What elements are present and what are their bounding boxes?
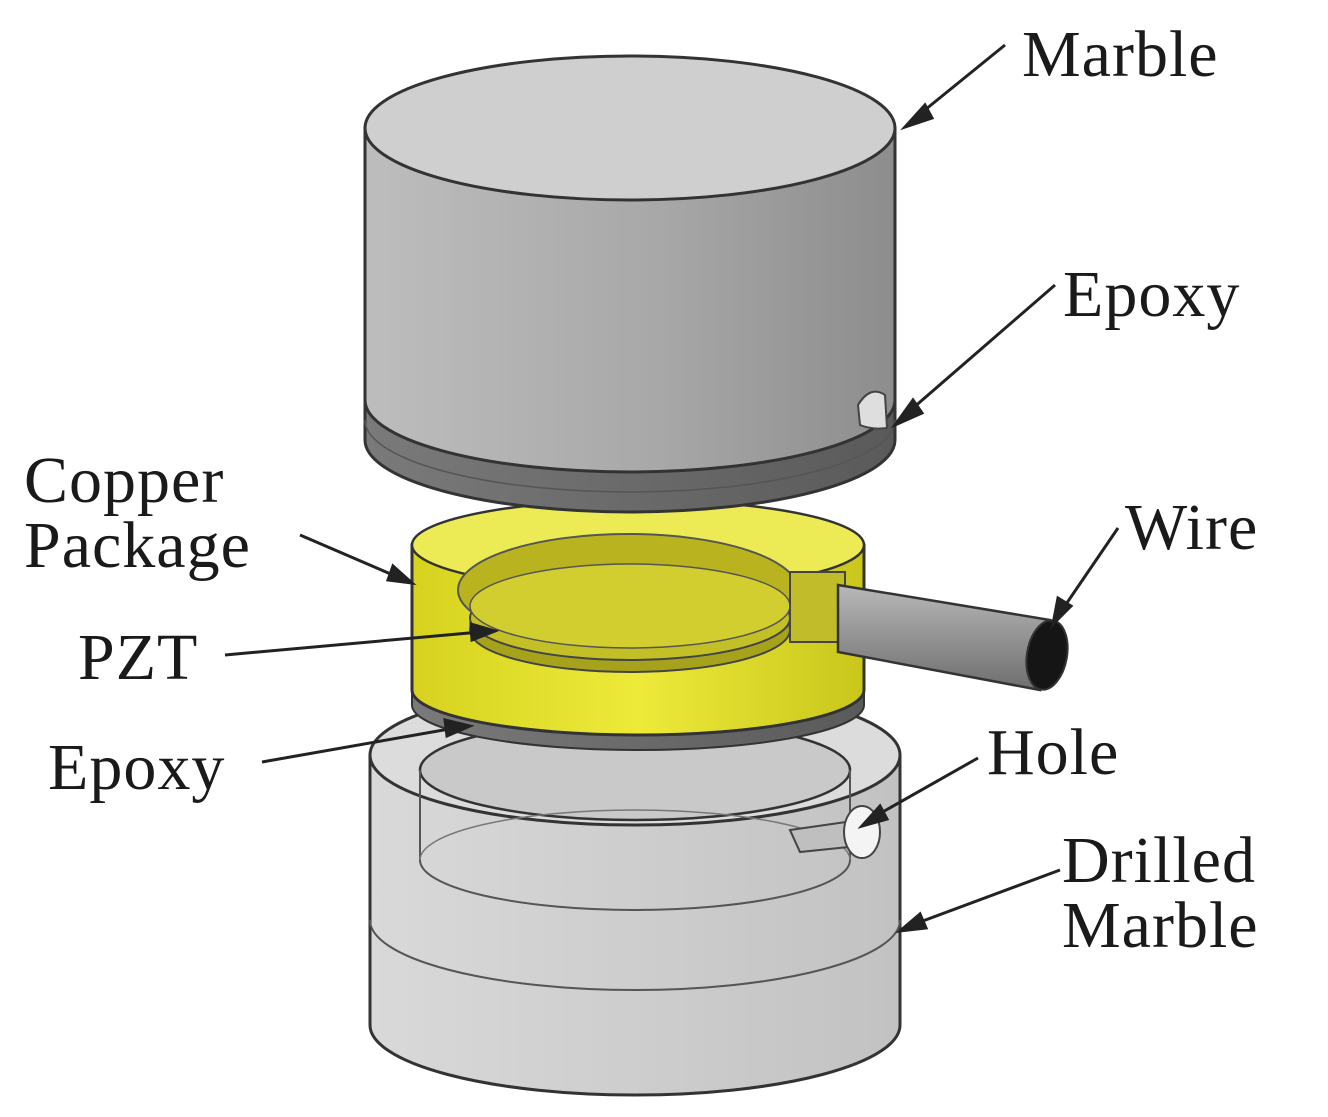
arrowhead xyxy=(385,563,417,586)
copper-leader xyxy=(299,533,401,580)
epoxy-top-leader xyxy=(904,283,1056,417)
marble-leader xyxy=(914,43,1006,120)
epoxy-bottom-leader xyxy=(261,726,456,764)
arrowhead xyxy=(443,718,475,739)
label-copper-line2: Package xyxy=(24,509,251,582)
label-wire: Wire xyxy=(1125,491,1259,564)
arrowhead xyxy=(857,803,890,829)
label-drilled-line1: Drilled xyxy=(1062,824,1256,897)
pzt-leader xyxy=(224,630,481,657)
hole-leader xyxy=(871,756,979,820)
arrowhead xyxy=(900,102,935,131)
label-hole: Hole xyxy=(987,716,1120,789)
wire xyxy=(836,583,1069,692)
leader-lines xyxy=(224,43,1120,934)
arrowhead xyxy=(469,621,500,643)
label-drilled-line2: Marble xyxy=(1062,889,1259,962)
arrowhead xyxy=(895,911,929,934)
pzt-disc xyxy=(469,563,846,673)
label-epoxy-top: Epoxy xyxy=(1063,258,1241,331)
arrowhead xyxy=(1050,595,1074,629)
wire-leader xyxy=(1058,527,1120,614)
label-copper-line1: Copper xyxy=(24,444,225,517)
label-marble-top: Marble xyxy=(1022,18,1219,91)
marble-top xyxy=(363,54,897,474)
drilled-leader xyxy=(911,868,1061,927)
arrowhead xyxy=(890,397,925,429)
label-epoxy-bottom: Epoxy xyxy=(48,731,226,804)
label-pzt: PZT xyxy=(78,621,199,694)
